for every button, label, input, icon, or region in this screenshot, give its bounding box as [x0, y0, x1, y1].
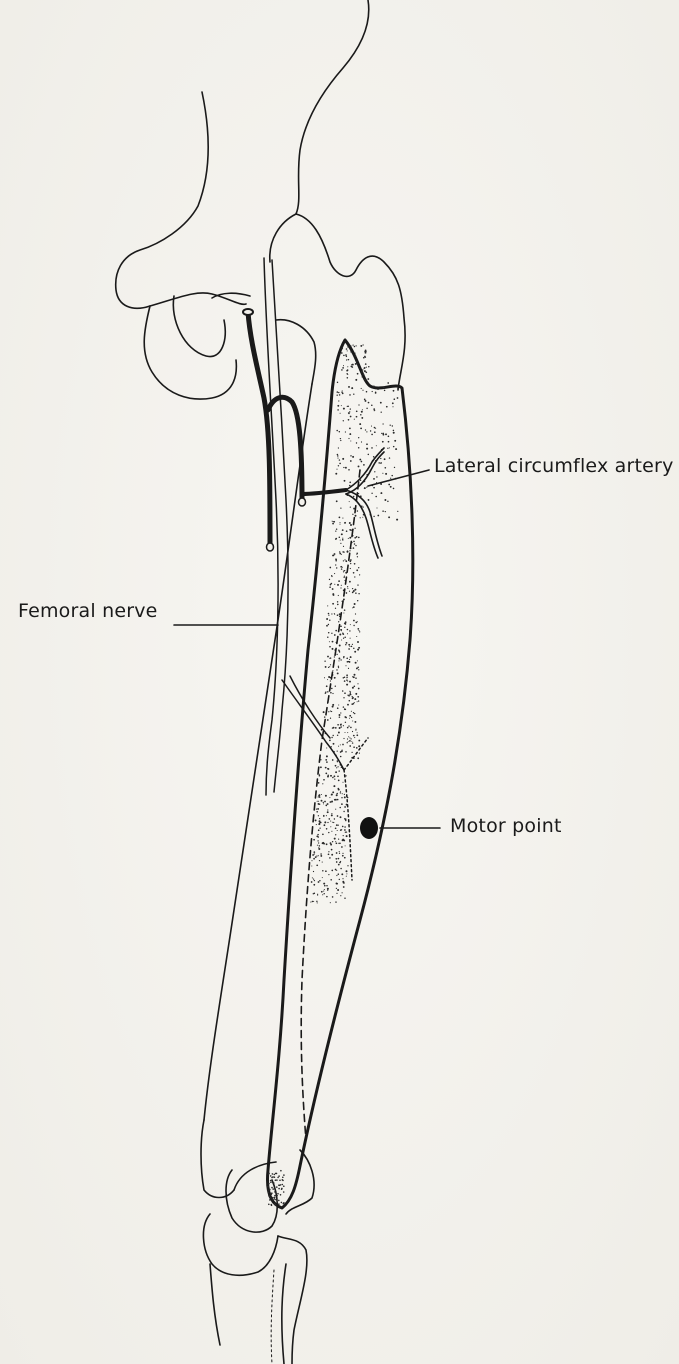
pelvis-outline: [116, 0, 369, 399]
muscle-stipple: [267, 344, 398, 1206]
motor-point-label: Motor point: [450, 815, 562, 837]
femoral-artery: [243, 309, 346, 551]
leader-line-artery: [368, 470, 429, 486]
rectus-femoris-muscle: [268, 340, 413, 1208]
femoral-nerve-label: Femoral nerve: [18, 600, 158, 622]
lateral-circumflex-artery-label: Lateral circumflex artery: [434, 455, 674, 477]
motor-point-marker: [360, 817, 378, 839]
